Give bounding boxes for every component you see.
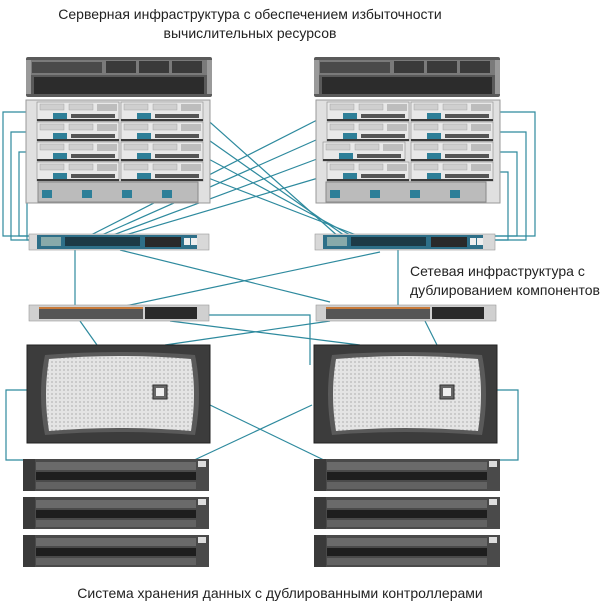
network-infrastructure-title: Сетевая инфраструктура с дублированием к… [410,262,600,300]
link-chassis-right-fi-left [104,155,326,239]
disk-shelf-right-1 [314,459,500,491]
switch-right [315,304,497,322]
disk-shelf-left-1 [23,459,209,491]
link-switch-right-ctrl-left [164,320,331,346]
switch-left [28,304,210,322]
blade-chassis-right [315,99,501,204]
storage-controller-left [26,344,211,444]
server-infrastructure-title: Серверная инфраструктура с обеспечением … [0,5,500,43]
storage-title: Система хранения данных с дублированными… [77,585,483,601]
link-chassis-left-fi-right [202,155,357,239]
disk-shelf-right-3 [314,535,500,567]
link-switch-left-ctrl-right [169,320,361,346]
server-title-line2: вычислительных ресурсов [163,25,337,41]
link-ctrl-right-shelf-left [189,404,313,463]
link-switch-right-ctrl-right [424,320,438,346]
network-title-line1: Сетевая инфраструктура с [410,263,585,279]
link-fi-right-switch-left [124,251,381,307]
disk-shelf-left-3 [23,535,209,567]
link-chassis-right-fi-left [114,175,326,239]
link-switch-left-ctrl-right-2 [209,314,311,365]
disk-shelf-right-2 [314,497,500,529]
disk-shelf-left-2 [23,497,209,529]
fabric-interconnect-left [28,233,210,251]
rack-server-right [314,57,500,97]
storage-controller-right [313,344,498,444]
link-switch-left-ctrl-left [79,320,98,346]
rack-server-left [26,57,212,97]
blade-chassis-left [25,99,211,204]
link-fi-left-switch-right [119,249,331,303]
link-ctrl-left-shelf-right [209,404,329,463]
fabric-interconnect-right [314,233,496,251]
link-chassis-left-fi-right [202,175,365,239]
network-title-line2: дублированием компонентов [410,282,600,298]
server-title-line1: Серверная инфраструктура с обеспечением … [58,6,442,22]
